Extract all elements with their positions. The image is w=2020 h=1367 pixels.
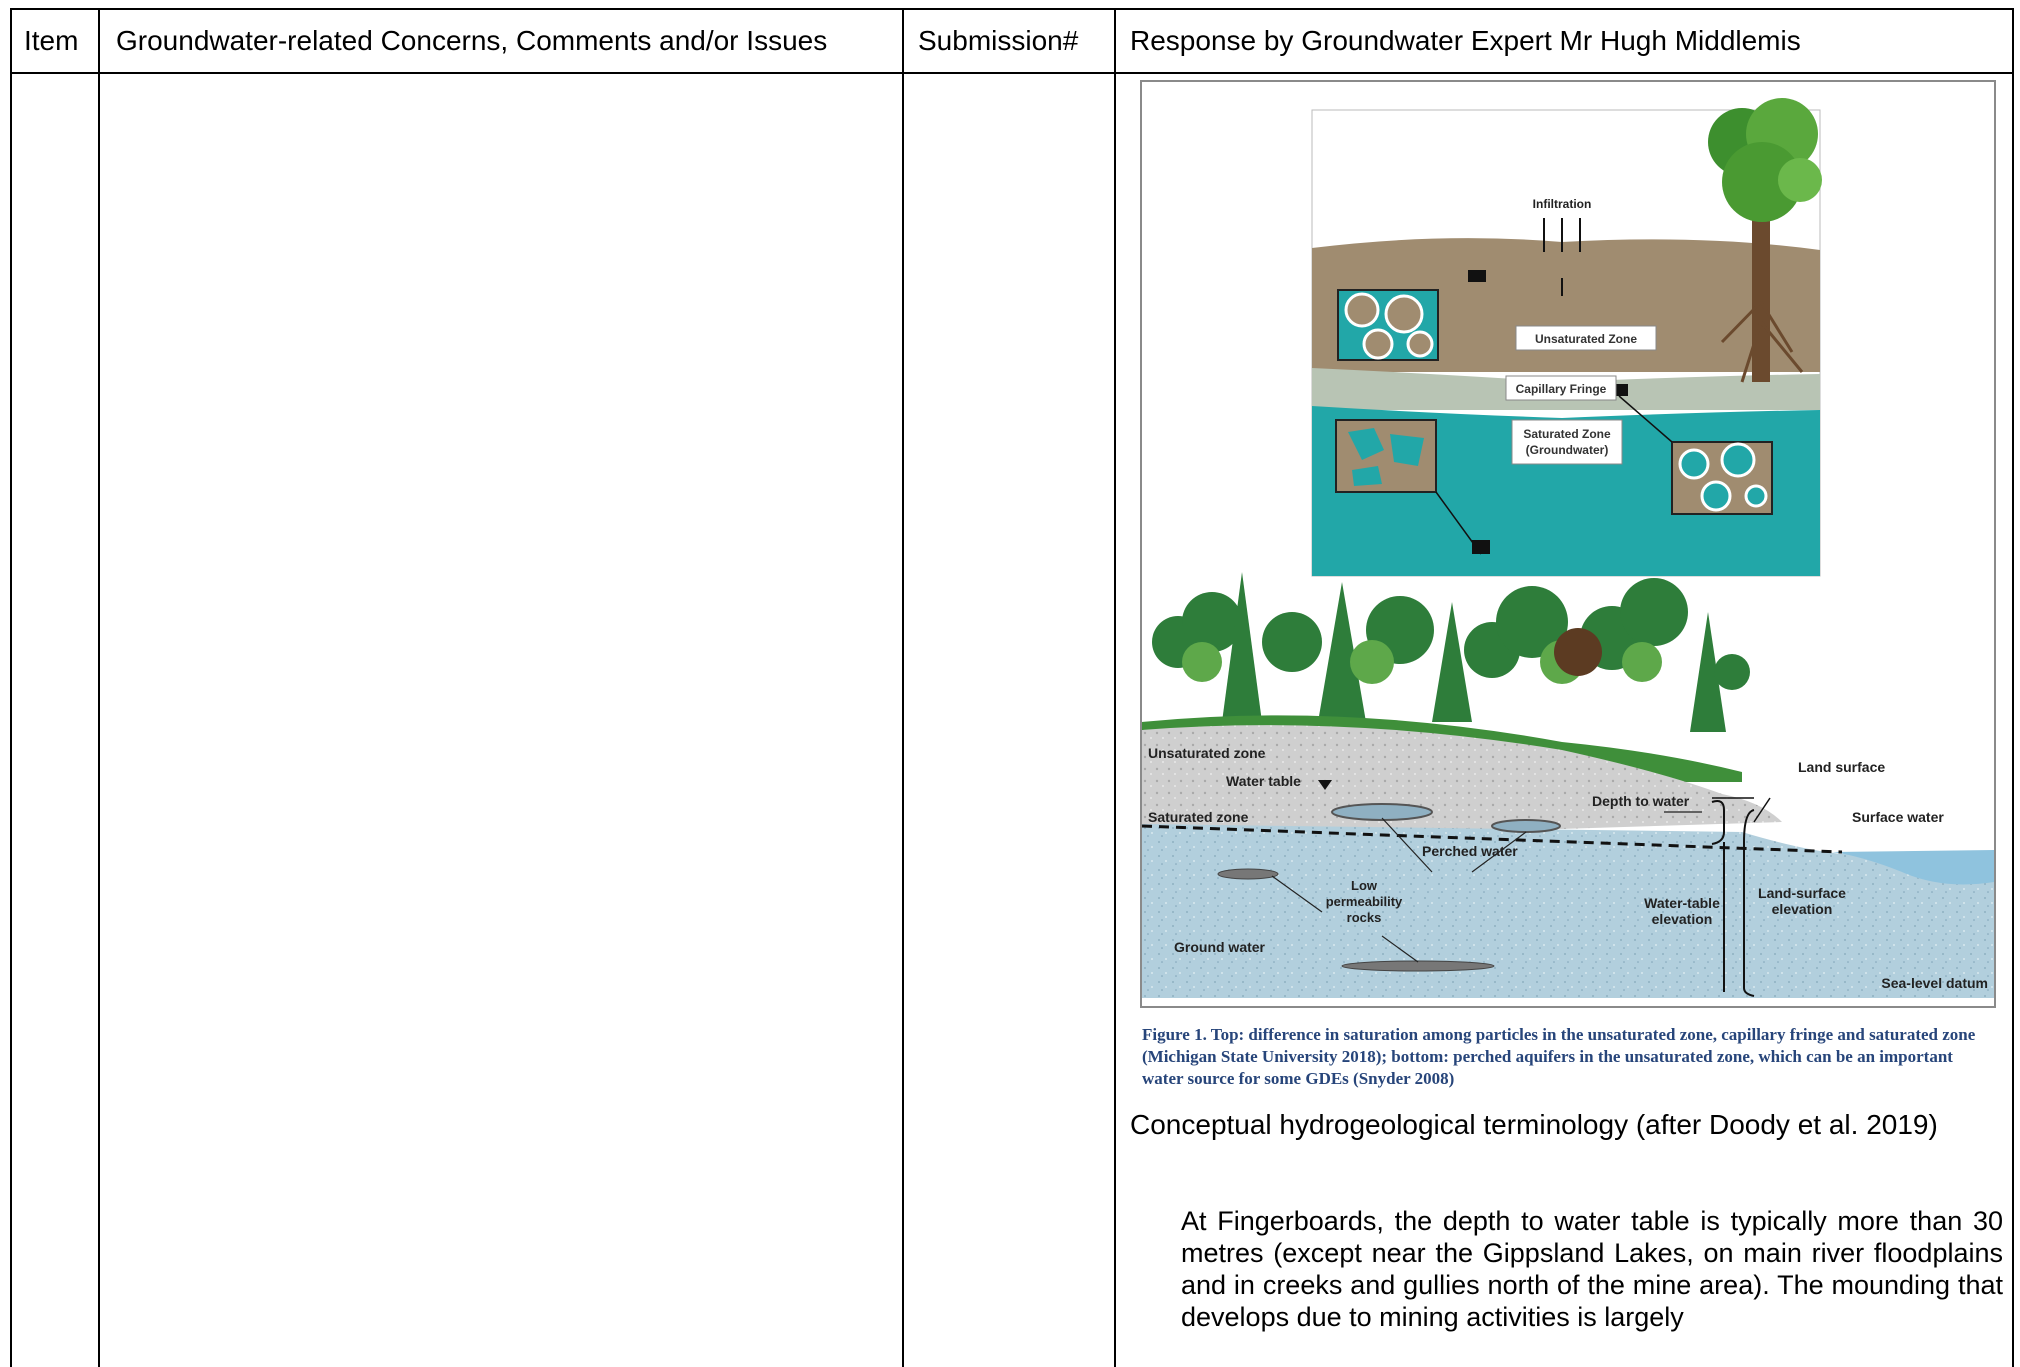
saturation-panel: Infiltration [1311,98,1822,577]
land-surface-text: Land surface [1798,759,1885,775]
water-table-elevation-text-1: Water-table [1644,895,1720,911]
low-permeability-text-1: Low [1351,878,1378,893]
figure-caption: Figure 1. Top: difference in saturation … [1142,1025,1976,1088]
water-table-text: Water table [1226,773,1301,789]
table-left-border [10,8,12,1367]
land-surface-elevation-text-1: Land-surface [1758,885,1846,901]
saturated-inset-left [1335,419,1437,493]
response-paragraph: At Fingerboards, the depth to water tabl… [1181,1206,2003,1332]
perched-water-text: Perched water [1422,843,1518,859]
groundwater-label: (Groundwater) [1526,443,1609,457]
unsaturated-gravel-zone [1142,725,1782,842]
sea-level-datum-text: Sea-level datum [1881,975,1988,991]
surface-water-area [1832,850,1994,885]
header-submission: Submission# [918,25,1079,56]
table-top-border [10,8,2014,10]
header-concerns: Groundwater-related Concerns, Comments a… [116,25,828,56]
perched-water-panel: Unsaturated zone Water table Saturated z… [1142,572,1994,998]
header-item: Item [24,25,79,56]
header-bottom-border [10,72,2014,74]
saturated-inset-right [1671,441,1773,515]
unsaturated-inset [1337,289,1439,361]
column-divider-3 [1114,8,1116,1367]
saturated-zone-text: Saturated zone [1148,809,1249,825]
submissions-table [10,8,2014,1367]
saturated-zone-area [1142,824,1994,998]
surface-water-text: Surface water [1852,809,1944,825]
water-table-marker-icon [1318,780,1332,790]
hydrogeology-diagram: Infiltration [1142,98,1994,998]
unsaturated-zone-label: Unsaturated Zone [1535,332,1637,346]
low-permeability-text-3: rocks [1347,910,1382,925]
unsaturated-zone-text: Unsaturated zone [1148,745,1266,761]
column-divider-2 [902,8,904,1367]
low-permeability-text-2: permeability [1326,894,1403,909]
saturated-zone-label: Saturated Zone [1523,427,1611,441]
land-surface-elevation-text-2: elevation [1772,901,1833,917]
depth-to-water-text: Depth to water [1592,793,1690,809]
header-response: Response by Groundwater Expert Mr Hugh M… [1130,25,1801,56]
hydrogeology-figure: Infiltration [1140,80,1996,1008]
ground-water-text: Ground water [1174,939,1266,955]
water-table-line [1142,824,1843,854]
water-table-elevation-text-2: elevation [1652,911,1713,927]
infiltration-arrows-icon [1543,218,1581,296]
capillary-fringe-label: Capillary Fringe [1516,382,1607,396]
figure-subcaption: Conceptual hydrogeological terminology (… [1130,1109,1938,1140]
infiltration-label: Infiltration [1533,197,1592,211]
column-divider-1 [98,8,100,1367]
table-right-border [2012,8,2014,1367]
tree-icon [1708,98,1822,383]
